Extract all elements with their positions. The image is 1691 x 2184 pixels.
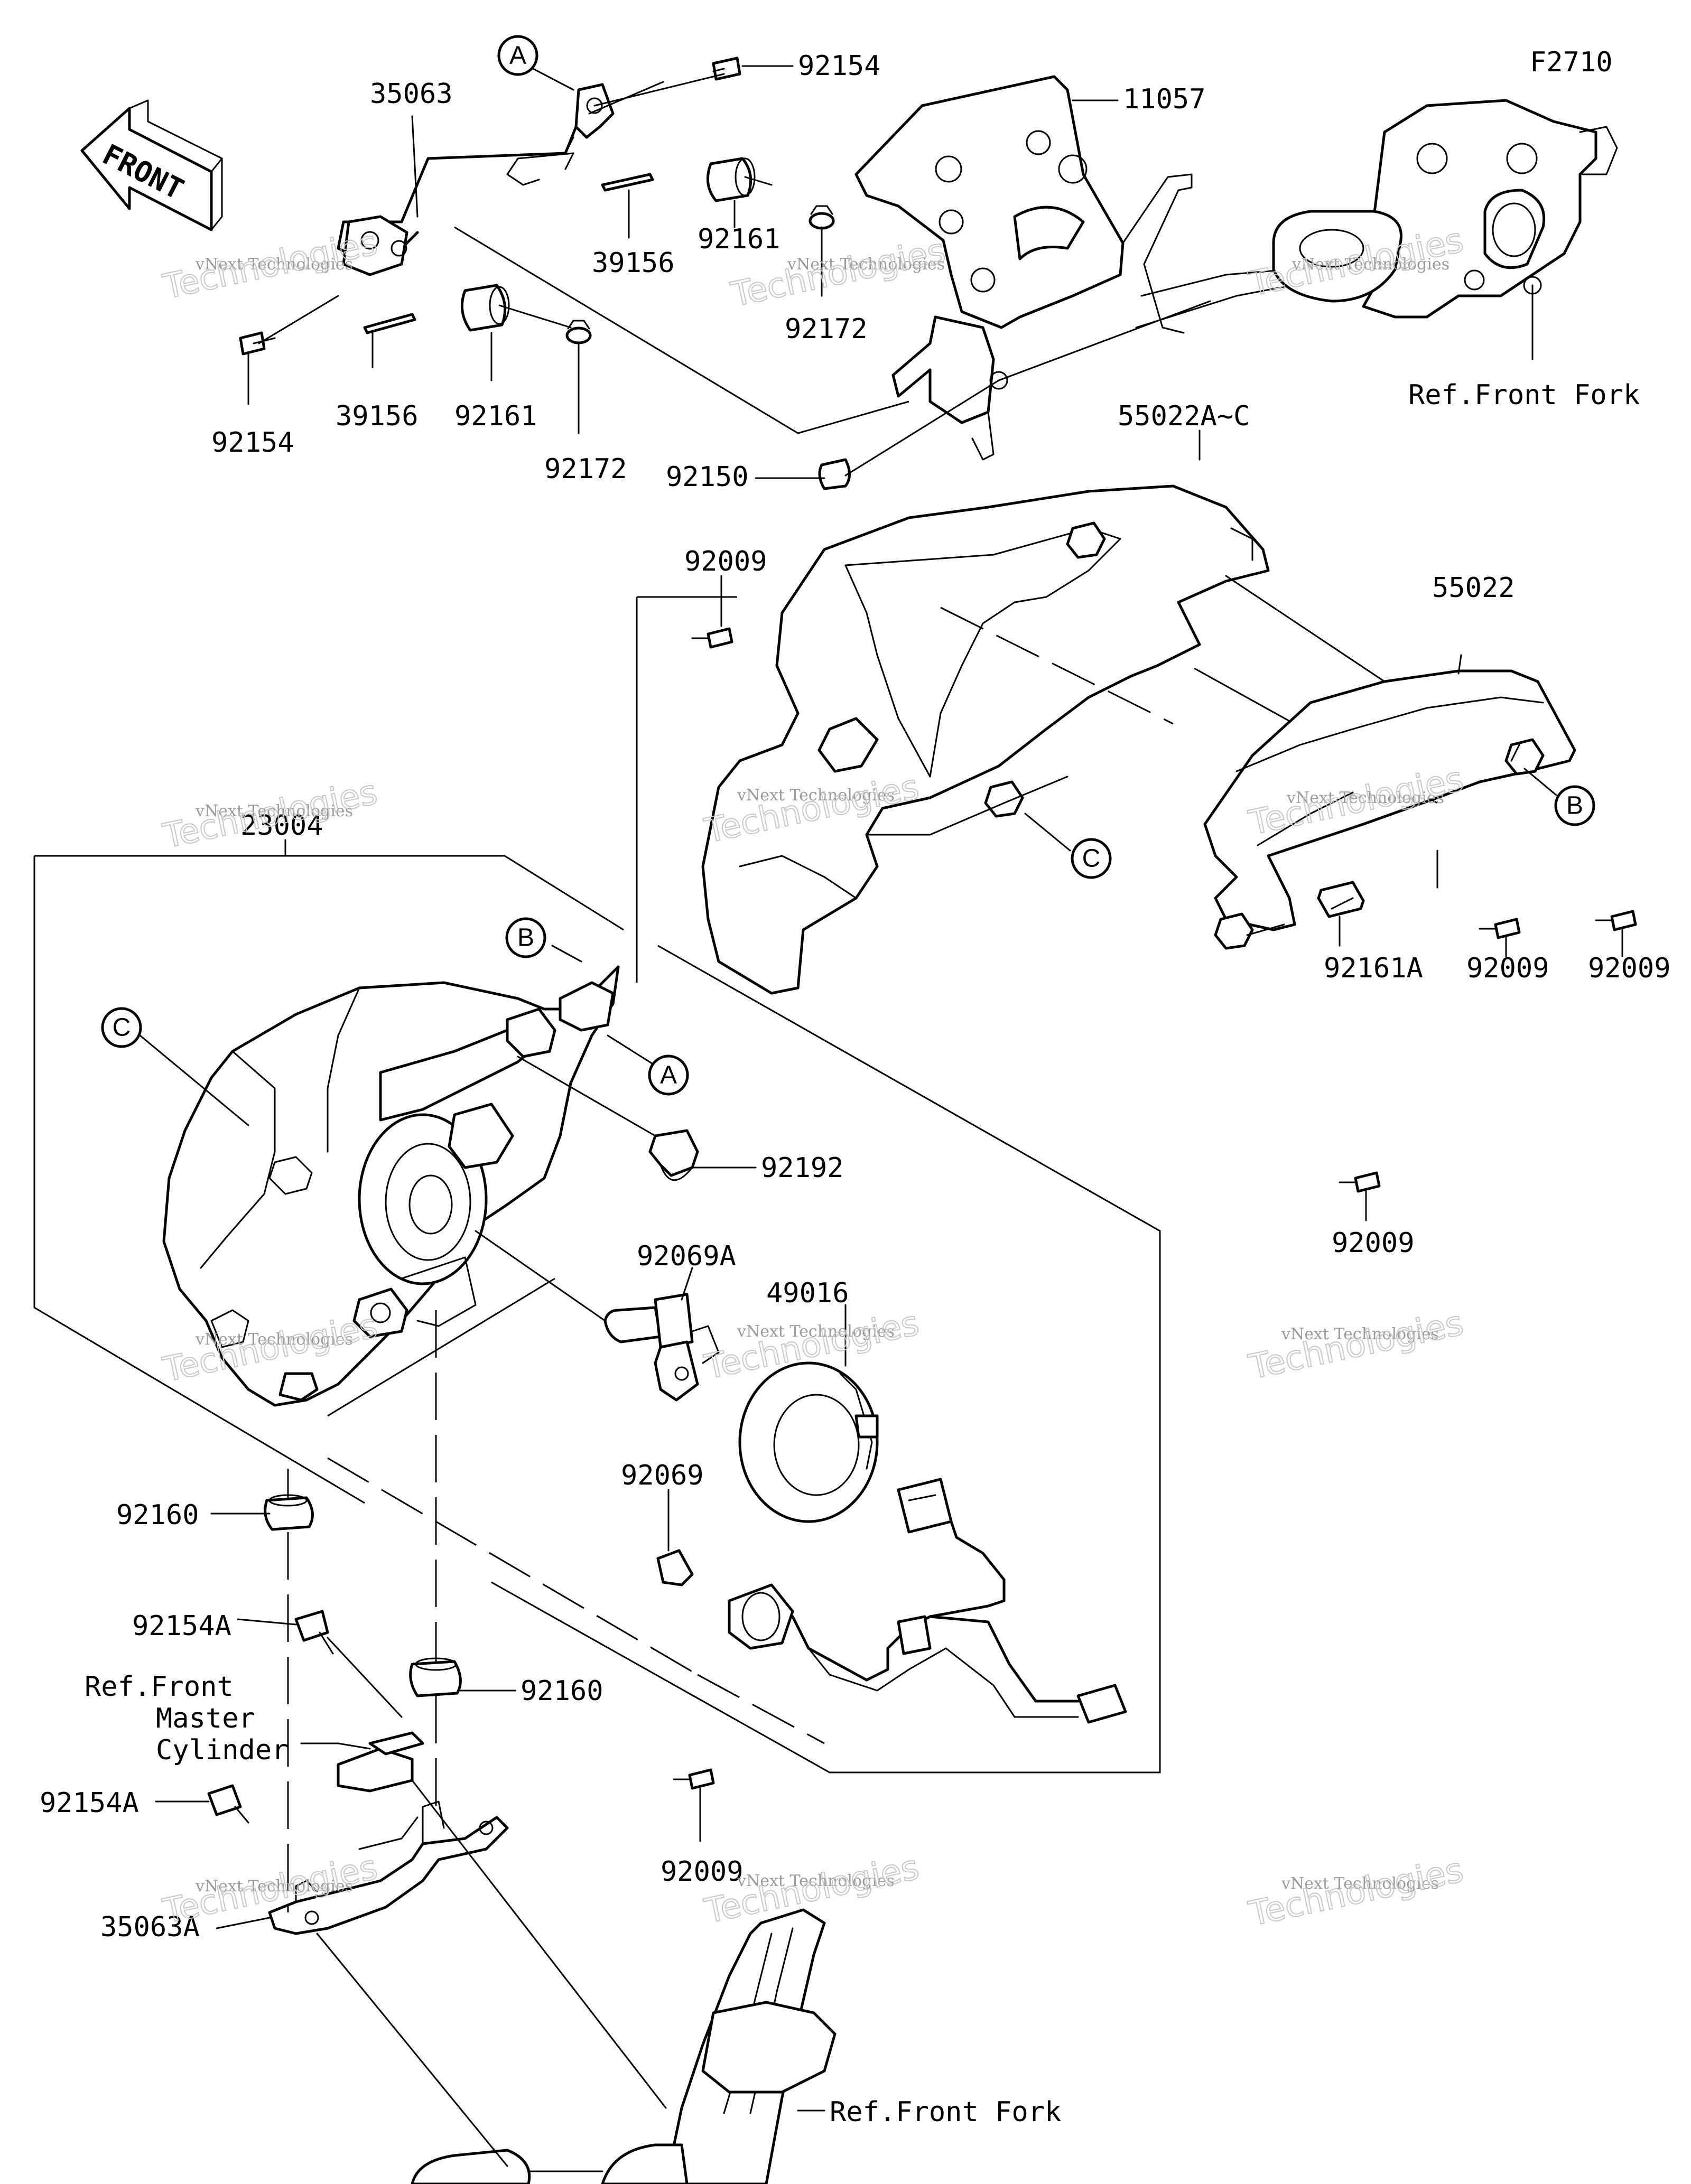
label-92154a-a: 92154A — [132, 1610, 231, 1642]
watermark-10-line1: vNext Technologies — [195, 1877, 353, 1896]
construction-dashes — [287, 606, 1174, 1912]
clip-39156 — [363, 173, 654, 334]
callout-c-left: C — [101, 1007, 142, 1048]
bulb-92069-and-socket — [656, 1478, 1127, 1724]
label-11057: 11057 — [1123, 83, 1206, 115]
label-ref-master-l1: Ref.Front — [85, 1671, 234, 1703]
callout-b-left-text: B — [517, 924, 534, 952]
label-92009-bottom: 92009 — [661, 1856, 744, 1888]
watermark-9: vNext Technologies Technologies — [1245, 1303, 1467, 1388]
label-55022a-c: 55022A~C — [1118, 400, 1250, 432]
callout-b-left: B — [505, 917, 546, 958]
label-92172-a: 92172 — [785, 313, 868, 345]
watermark-9-line1: vNext Technologies — [1281, 1325, 1439, 1343]
bracket-35063a — [268, 1800, 509, 1935]
bulb-92069a — [603, 1293, 720, 1402]
callout-a-left-text: A — [660, 1061, 677, 1089]
callout-a-top: A — [497, 35, 538, 76]
bolt-92154a — [207, 1610, 334, 1824]
label-92009-top: 92009 — [684, 546, 767, 577]
front-fork-lower-stem — [411, 1908, 837, 2184]
watermark-2-line1: vNext Technologies — [787, 255, 945, 274]
label-ref-front-fork-bottom: Ref.Front Fork — [830, 2096, 1061, 2128]
watermark-8-line1: vNext Technologies — [737, 1322, 895, 1341]
rubber-92161a — [1317, 881, 1365, 918]
label-92154-top: 92154 — [798, 50, 881, 82]
bolt-92150 — [818, 458, 851, 490]
label-92161a: 92161A — [1324, 953, 1423, 984]
callout-b-right: B — [1554, 785, 1595, 826]
figure-code: F2710 — [1530, 46, 1613, 78]
grommet-92161 — [460, 157, 756, 332]
watermark-12-line2: Technologies — [1246, 1851, 1467, 1934]
master-cylinder-clamp — [337, 1731, 424, 1793]
label-92172-b: 92172 — [544, 453, 627, 485]
watermark-4: vNext Technologies Technologies — [159, 772, 382, 857]
label-92009-r2: 92009 — [1588, 953, 1671, 984]
part-labels: F2710 35063 92154 11057 39156 92161 9217… — [40, 46, 1671, 2128]
watermark-4-line2: Technologies — [160, 773, 381, 856]
label-92154a-b: 92154A — [40, 1787, 139, 1819]
headlight-assembly-23004 — [162, 965, 620, 1407]
callout-c-left-text: C — [113, 1014, 131, 1042]
watermark-12-line1: vNext Technologies — [1281, 1874, 1439, 1893]
label-92160-b: 92160 — [521, 1675, 603, 1707]
label-55022: 55022 — [1432, 572, 1515, 604]
watermark-11-line1: vNext Technologies — [737, 1872, 895, 1890]
label-49016: 49016 — [766, 1277, 849, 1309]
leader-lines — [139, 65, 1623, 2167]
watermark-4-line1: vNext Technologies — [195, 802, 353, 820]
watermark-3-line1: vNext Technologies — [1292, 255, 1450, 274]
watermark-1-line2: Technologies — [160, 223, 381, 307]
watermark-1: vNext Technologies Technologies — [159, 223, 382, 307]
label-35063: 35063 — [370, 78, 453, 110]
bracket-35063 — [337, 83, 615, 276]
label-92160-a: 92160 — [116, 1499, 199, 1531]
label-ref-master-l3: Cylinder — [156, 1734, 288, 1766]
watermark-1-line1: vNext Technologies — [195, 255, 353, 274]
watermark-9-line2: Technologies — [1246, 1304, 1467, 1387]
label-39156-b: 39156 — [336, 400, 419, 432]
assembly-frames — [33, 226, 1438, 1774]
front-direction-arrow: FRONT — [80, 99, 223, 231]
label-92150: 92150 — [666, 461, 749, 493]
label-92161-a: 92161 — [698, 223, 781, 255]
label-92009-r1: 92009 — [1466, 953, 1549, 984]
callout-b-right-text: B — [1566, 792, 1583, 820]
upper-fairing-55022a — [701, 484, 1270, 995]
label-39156-a: 39156 — [592, 247, 675, 279]
grommet-92160 — [264, 1494, 462, 1697]
callout-a-top-text: A — [509, 42, 526, 70]
label-92009-r3: 92009 — [1332, 1227, 1415, 1259]
clip-92192 — [648, 1129, 699, 1181]
callout-c-mid: C — [1071, 838, 1112, 879]
watermark-5-line1: vNext Technologies — [737, 786, 895, 805]
callout-c-mid-text: C — [1082, 845, 1101, 873]
cowl-55022 — [1203, 669, 1576, 950]
seal-49016 — [738, 1361, 879, 1523]
label-92069: 92069 — [621, 1460, 704, 1491]
label-35063a: 35063A — [100, 1911, 200, 1943]
label-92154-left: 92154 — [211, 427, 294, 459]
bolt-92154 — [239, 57, 741, 356]
watermark-7-line1: vNext Technologies — [195, 1330, 353, 1349]
screw-92009 — [673, 627, 1637, 1790]
label-ref-front-fork-top: Ref.Front Fork — [1408, 379, 1640, 411]
label-ref-master-l2: Master — [156, 1703, 255, 1734]
watermark-6-line1: vNext Technologies — [1286, 789, 1444, 807]
watermark-12: vNext Technologies Technologies — [1245, 1850, 1467, 1935]
front-fork-upper-bracket — [1272, 99, 1618, 319]
callout-a-left: A — [648, 1054, 689, 1096]
label-92069a: 92069A — [637, 1240, 736, 1272]
label-92161-b: 92161 — [454, 400, 537, 432]
meter-bracket-11057 — [854, 75, 1293, 461]
label-23004: 23004 — [240, 810, 323, 842]
label-92192: 92192 — [761, 1152, 844, 1184]
